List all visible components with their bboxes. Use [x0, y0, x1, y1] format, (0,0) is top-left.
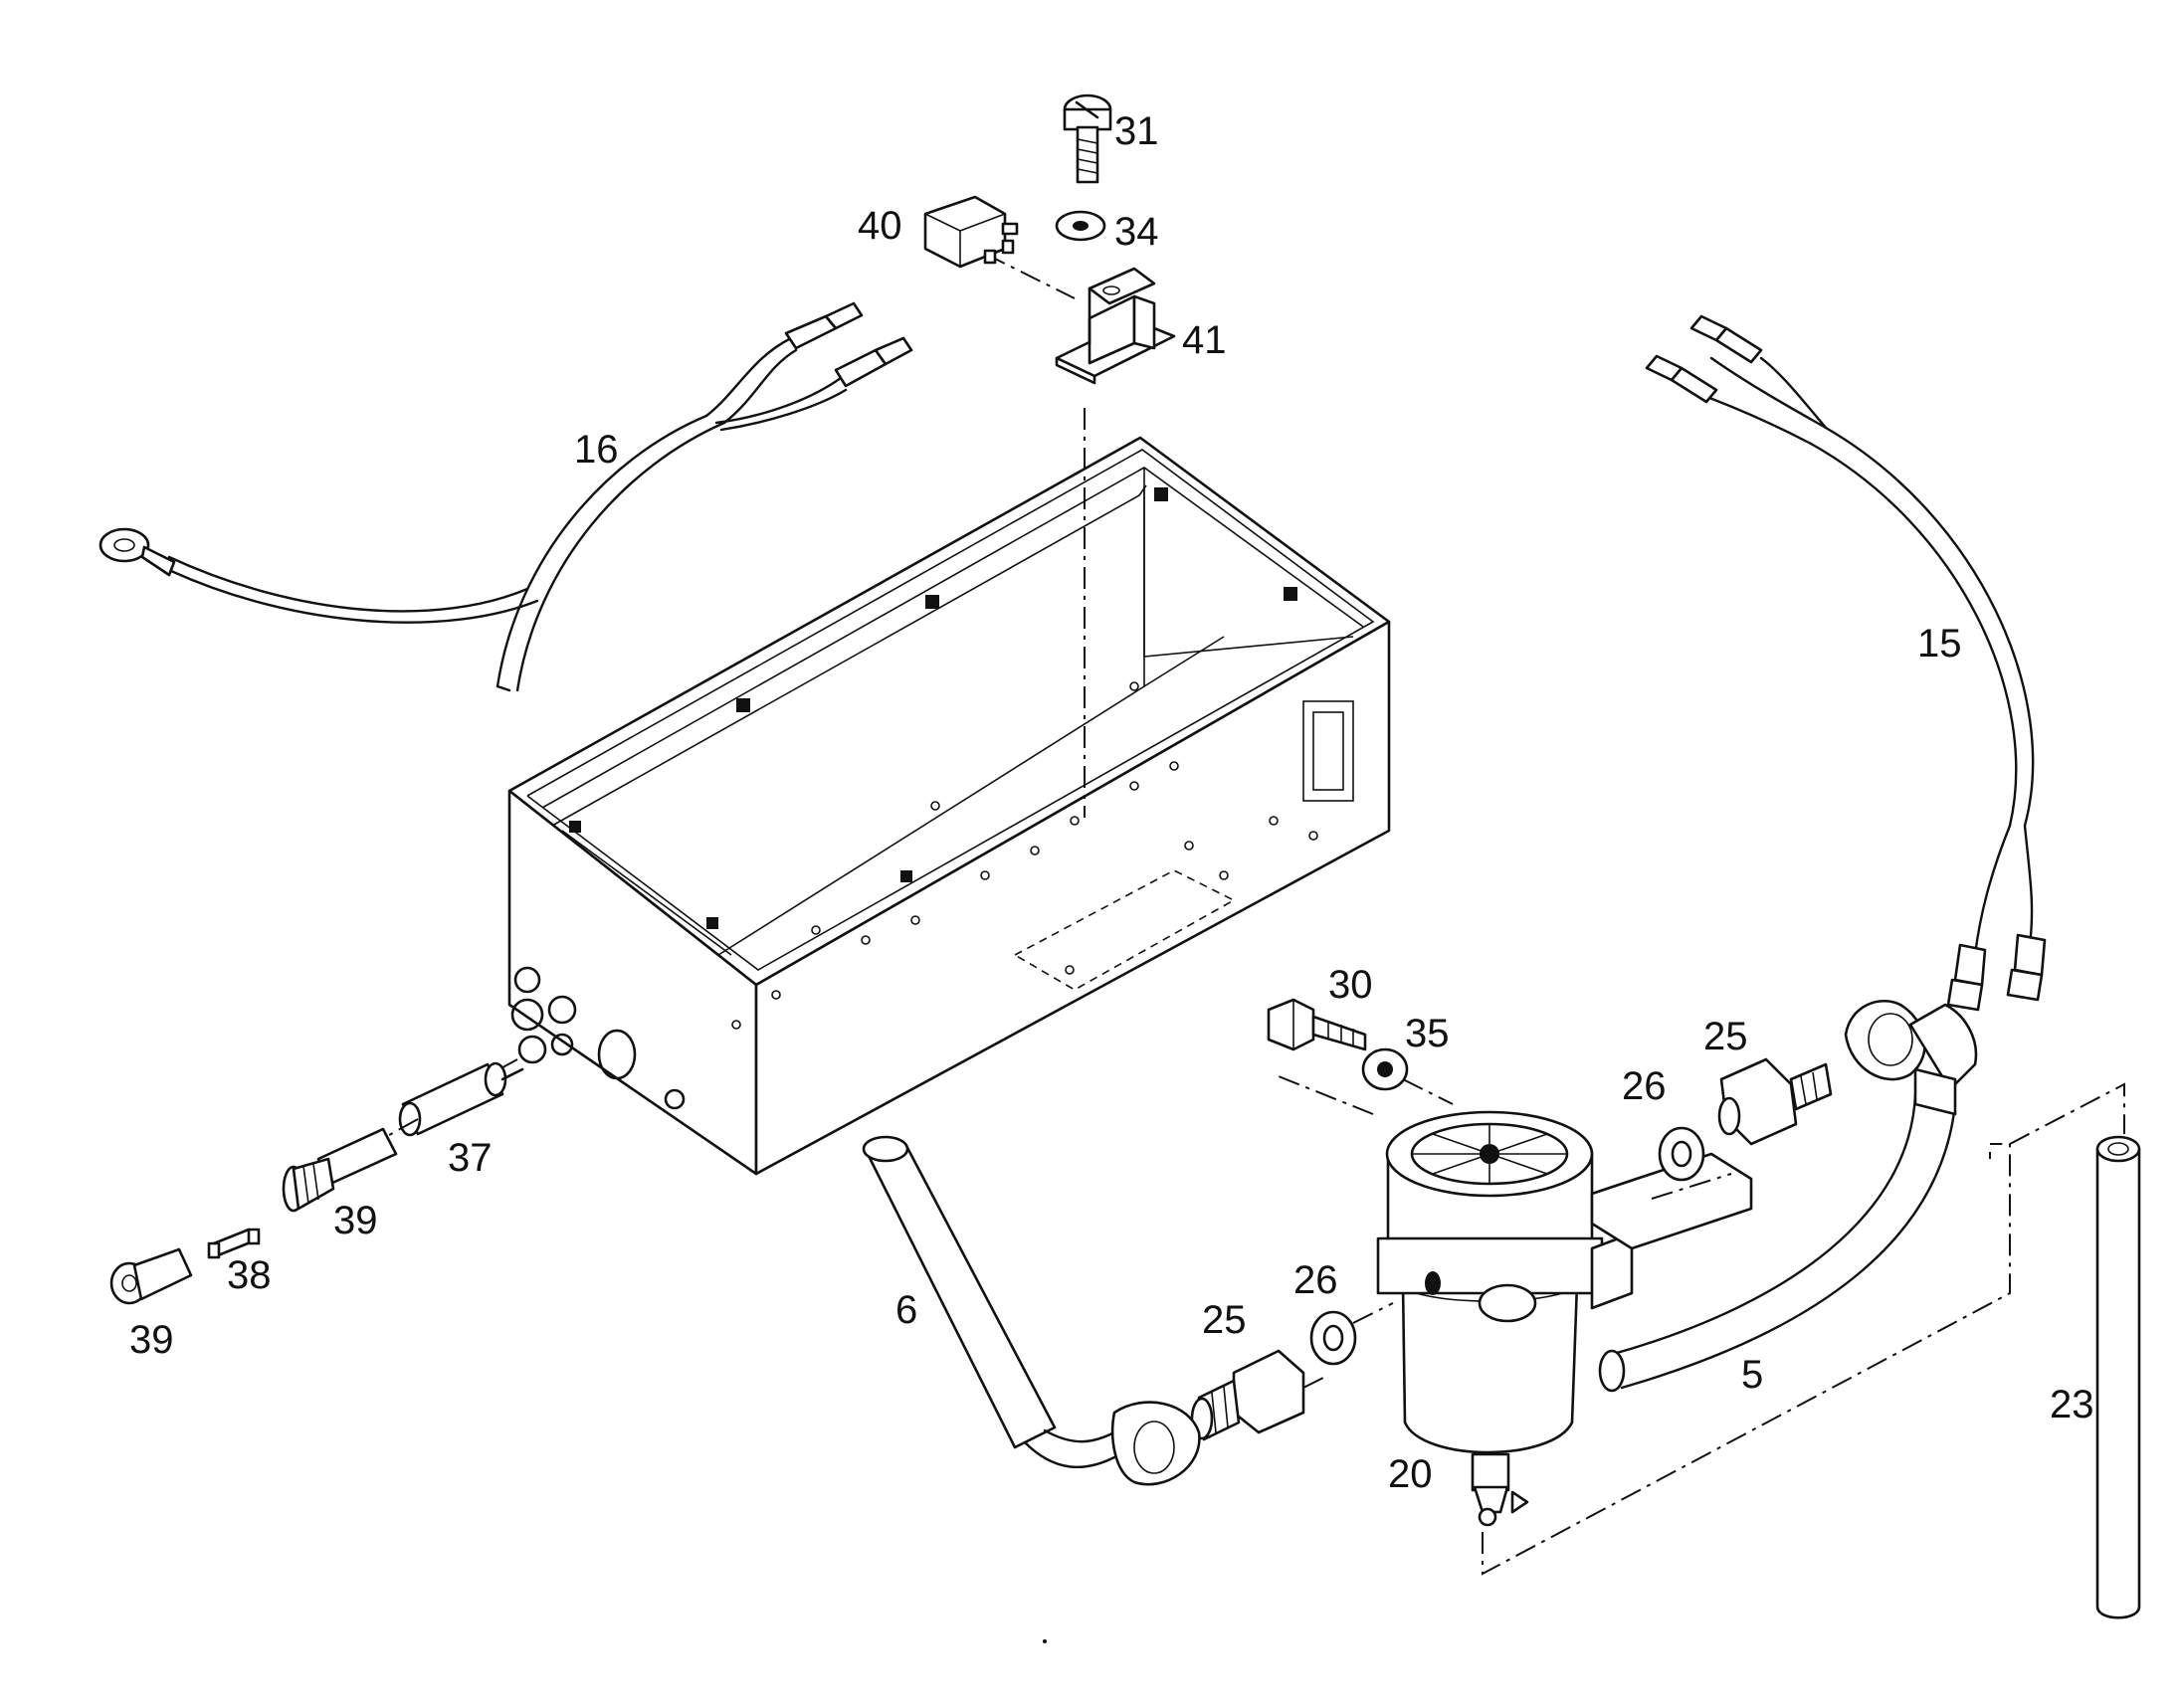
label-37: 37	[448, 1136, 493, 1180]
assembly-center-line	[984, 253, 1076, 299]
label-30: 30	[1328, 963, 1373, 1007]
fitting-25-upper	[1717, 1057, 1833, 1146]
washer-26-upper	[1658, 1126, 1705, 1182]
label-20: 20	[1388, 1452, 1433, 1496]
label-26-upper: 26	[1622, 1064, 1667, 1108]
fuse-holder-39-upper	[282, 1118, 419, 1213]
screw-31	[1063, 94, 1112, 184]
fuse-holder-37	[398, 1058, 524, 1137]
mount-bracket	[1590, 1152, 1753, 1250]
label-16: 16	[574, 428, 619, 472]
label-6: 6	[895, 1288, 917, 1332]
assembly-center-line	[1402, 1078, 1454, 1105]
label-38: 38	[227, 1253, 272, 1297]
relay-40	[923, 195, 1019, 269]
hose-route-line	[2009, 1082, 2125, 1145]
label-31: 31	[1114, 109, 1159, 153]
label-39-lower: 39	[129, 1318, 174, 1362]
callout-labels: 31 34 40 41 16 15 30 35 25 26 37 39 38 3…	[129, 109, 2094, 1496]
washer-26-lower	[1309, 1310, 1357, 1366]
enclosure-box	[507, 436, 1391, 1176]
washer-35	[1361, 1047, 1409, 1091]
cable-15	[1645, 314, 2047, 1012]
label-25-lower: 25	[1202, 1298, 1247, 1342]
label-5: 5	[1741, 1353, 1763, 1397]
label-41: 41	[1182, 318, 1227, 362]
cable-16	[99, 301, 913, 692]
washer-34	[1055, 210, 1106, 242]
tube-23	[2095, 1135, 2141, 1619]
fitting-25-lower	[1190, 1349, 1324, 1441]
hose-route-line	[1482, 1143, 2011, 1576]
label-39-upper: 39	[333, 1199, 378, 1242]
hose-5	[1598, 1000, 1978, 1393]
fuel-filter-20	[1273, 1073, 1669, 1527]
label-35: 35	[1405, 1012, 1450, 1055]
label-26-lower: 26	[1293, 1258, 1338, 1302]
assembly-center-line	[1352, 1302, 1394, 1324]
pipe-6	[862, 1135, 1201, 1486]
label-23: 23	[2050, 1383, 2094, 1426]
bolt-30	[1267, 998, 1367, 1051]
fuse-38	[207, 1228, 261, 1259]
label-15: 15	[1917, 622, 1962, 665]
label-40: 40	[858, 204, 902, 248]
stray-mark	[1043, 1639, 1047, 1643]
label-25-upper: 25	[1703, 1015, 1748, 1058]
label-34: 34	[1114, 210, 1159, 254]
bracket-41	[1055, 267, 1176, 385]
fuse-cap-39-lower	[109, 1247, 193, 1305]
